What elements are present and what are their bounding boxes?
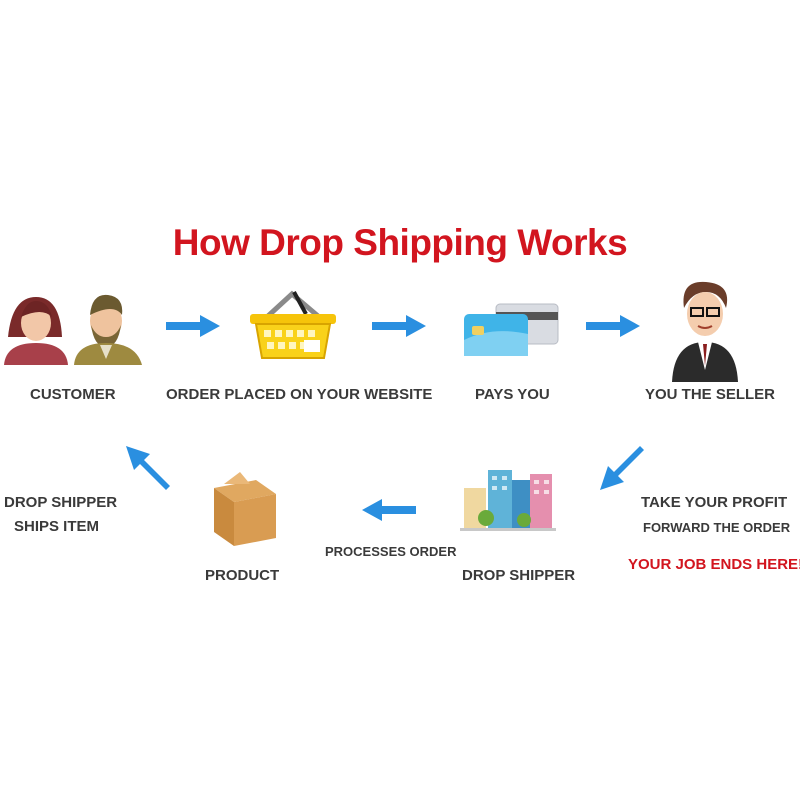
label-drop-shipper-ships-2: SHIPS ITEM — [14, 518, 100, 535]
label-product: PRODUCT — [205, 567, 280, 584]
label-pays-you: PAYS YOU — [475, 386, 550, 403]
label-you-the-seller: YOU THE SELLER — [645, 386, 776, 403]
shopping-basket-icon — [250, 290, 336, 359]
buildings-icon — [460, 470, 556, 531]
credit-cards-icon — [464, 303, 559, 356]
arrow-icon — [586, 315, 640, 337]
label-forward-order: FORWARD THE ORDER — [643, 520, 791, 535]
customers-icon — [4, 294, 142, 365]
label-drop-shipper-ships-1: DROP SHIPPER — [4, 494, 118, 511]
label-processes-order: PROCESSES ORDER — [325, 544, 457, 559]
label-take-profit: TAKE YOUR PROFIT — [641, 494, 788, 511]
label-drop-shipper: DROP SHIPPER — [462, 567, 576, 584]
arrow-icon — [372, 315, 426, 337]
seller-icon — [672, 281, 738, 382]
box-icon — [214, 472, 276, 546]
label-job-ends: YOUR JOB ENDS HERE! — [628, 556, 800, 573]
arrow-icon — [166, 315, 220, 337]
arrow-icon — [126, 446, 170, 490]
page-title: How Drop Shipping Works — [172, 222, 628, 263]
label-customer: CUSTOMER — [30, 386, 116, 403]
arrow-icon — [600, 446, 644, 490]
arrow-icon — [362, 499, 416, 521]
label-order-placed: ORDER PLACED ON YOUR WEBSITE — [166, 386, 433, 403]
